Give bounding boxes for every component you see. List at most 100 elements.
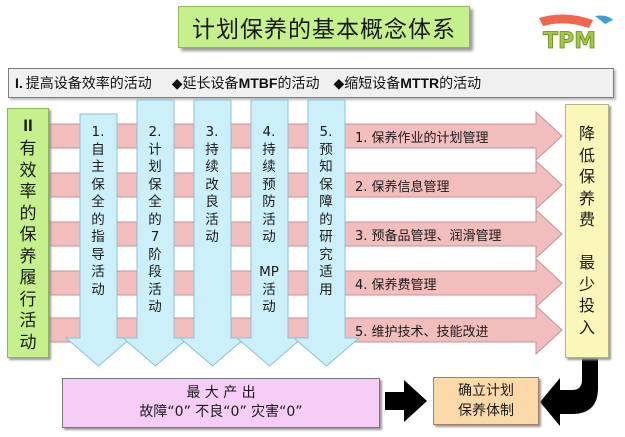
banner-roman: I. [15, 75, 23, 91]
column-5-char: 用 [319, 281, 333, 298]
column-2-shape [121, 99, 190, 367]
column-5-char: 知 [319, 159, 333, 175]
arrow-label-5: 5. 维护技术、技能改进 [355, 325, 489, 340]
column-4-char: 活 [262, 211, 276, 228]
banner-item2-bold: MTTR [400, 75, 440, 91]
title-text: 计划保养的基本概念体系 [192, 17, 456, 43]
column-4-char: 动 [262, 299, 276, 315]
establish-line2: 保养体制 [458, 403, 514, 419]
arrow-1-shape [49, 110, 563, 162]
column-3-char: 持 [205, 141, 219, 158]
column-4-number: 4. [262, 124, 276, 140]
column-4-char: 预 [262, 176, 276, 193]
max-output-box: 最 大 产 出 故障“0” 不良“0” 灾害“0” [62, 378, 380, 428]
column-5-char: 究 [319, 246, 333, 263]
column-3-char: 动 [205, 229, 219, 245]
diagram-title: 计划保养的基本概念体系 [178, 6, 470, 48]
banner-item1-suffix: 的活动 [277, 76, 320, 92]
column-2-char: 保 [148, 176, 162, 193]
banner-item2-prefix: ◆缩短设备 [333, 76, 401, 92]
column-1-char: 指 [91, 229, 105, 245]
column-5-char: 的 [319, 211, 333, 228]
column-1-number: 1. [91, 124, 105, 140]
banner-item2-suffix: 的活动 [439, 76, 482, 92]
column-2-char: 计 [148, 141, 162, 158]
column-1-char: 全 [91, 194, 105, 210]
column-4-char: 续 [262, 159, 276, 175]
right-box-char: 少 [578, 274, 595, 294]
column-arrows [64, 99, 361, 367]
banner-item1-prefix: ◆延长设备 [171, 76, 239, 92]
column-2-char: 7 [150, 229, 160, 245]
right-box-char: 降 [578, 124, 595, 143]
column-1-shape [64, 113, 133, 367]
tpm-logo: TPM [539, 14, 613, 54]
column-1-char: 主 [91, 159, 105, 175]
column-1-char: 活 [91, 264, 105, 280]
column-3-shape [178, 99, 247, 367]
column-1-label: 1.自主保全的指导活动 [83, 124, 113, 299]
left-box-char: 动 [19, 332, 37, 353]
column-3-char: 续 [205, 159, 219, 175]
connector-arrows [385, 358, 598, 426]
column-3-label: 3.持续改良活动 [197, 124, 227, 247]
column-4-shape [235, 99, 304, 367]
column-4-char [254, 247, 284, 265]
establish-system-box: 确立计划 保养体制 [433, 377, 539, 425]
establish-line1: 确立计划 [458, 383, 514, 399]
column-5-char: 预 [319, 141, 333, 158]
column-1-char: 的 [91, 211, 105, 228]
cost-reduction-box: 降低保养费最少投入 [565, 104, 609, 358]
column-2-char: 段 [148, 264, 162, 280]
column-4-char: 持 [262, 141, 276, 158]
max-output-line2: 故障“0” 不良“0” 灾害“0” [139, 404, 303, 420]
left-box-char: 有 [19, 139, 37, 159]
column-1-char: 保 [91, 176, 105, 193]
arrow-label-2: 2. 保养信息管理 [355, 180, 450, 195]
left-box-char: 养 [19, 246, 37, 267]
column-2-char: 的 [148, 211, 162, 228]
right-box-char: 最 [578, 253, 595, 272]
arrow-4-shape [49, 257, 563, 309]
column-5-char: 适 [319, 264, 333, 280]
column-4-char: 动 [262, 229, 276, 245]
tpm-logo-text: TPM [543, 29, 596, 54]
column-2-char: 动 [148, 299, 162, 315]
column-3-char: 活 [205, 211, 219, 228]
column-5-number: 5. [319, 124, 333, 140]
column-3-char: 良 [205, 194, 219, 210]
column-4-char: 活 [262, 281, 276, 298]
arrow-label-3: 3. 预备品管理、润滑管理 [355, 229, 502, 244]
left-activity-box: II 有效率的保养履行活动 [7, 108, 49, 358]
arrow-3-shape [49, 208, 563, 260]
left-box-char: 保 [19, 225, 37, 245]
max-output-line1: 最 大 产 出 [186, 385, 256, 401]
arrow-2-shape [49, 159, 563, 211]
column-2-char: 阶 [148, 246, 162, 263]
left-box-roman: II [23, 116, 33, 135]
right-box-char: 费 [578, 210, 595, 229]
right-box-char: 低 [578, 145, 595, 165]
column-5-char: 保 [319, 176, 333, 193]
banner-main: 提高设备效率的活动 [25, 76, 152, 92]
banner-item1-bold: MTBF [238, 75, 278, 91]
column-4-char: MP [259, 264, 279, 280]
column-5-shape [292, 99, 361, 367]
right-box-char: 投 [578, 296, 595, 315]
column-1-char: 动 [91, 281, 105, 298]
column-2-char: 划 [148, 159, 162, 175]
column-5-char: 障 [319, 194, 333, 210]
connector-right-arrow [385, 380, 427, 422]
horizontal-arrows [49, 110, 563, 356]
column-3-char: 改 [205, 176, 219, 193]
left-box-char: 率 [19, 182, 37, 202]
right-box-char: 保 [578, 167, 595, 186]
column-4-char: 防 [262, 194, 276, 210]
column-1-char: 导 [91, 246, 105, 263]
right-box-char: 入 [578, 317, 595, 337]
left-box-char: 履 [19, 268, 37, 288]
connector-bend-arrow [540, 358, 598, 426]
arrow-label-4: 4. 保养费管理 [355, 278, 437, 293]
